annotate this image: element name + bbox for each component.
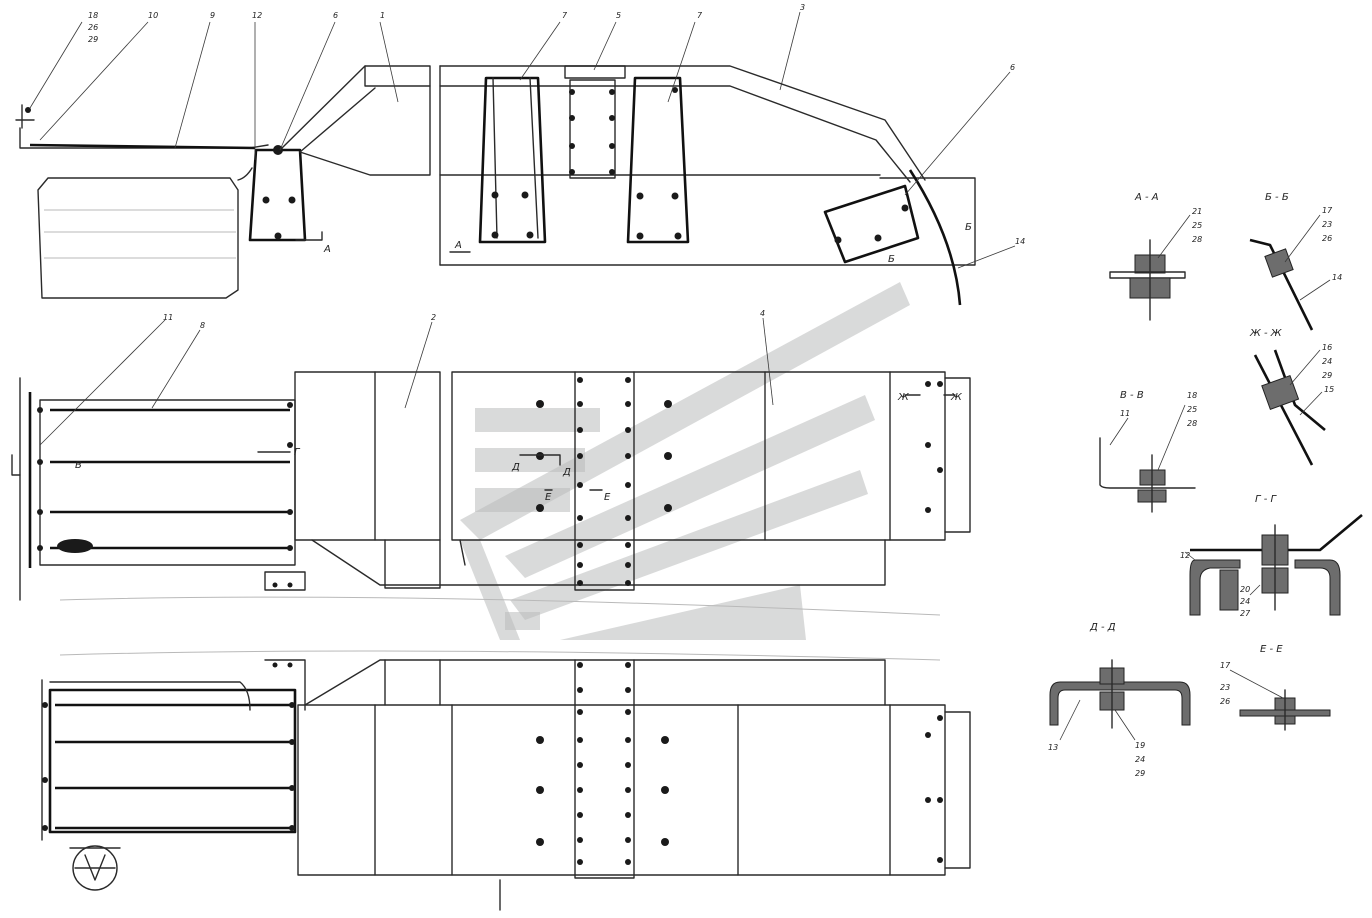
callout-6-right: 6 (1010, 63, 1015, 72)
callout-leaders-top (29, 11, 1016, 269)
callout-5: 5 (616, 11, 621, 20)
section-mark-b1: Б (965, 222, 972, 233)
section-bb-title: Б - Б (1265, 192, 1289, 203)
section-aa-title: А - А (1134, 192, 1159, 203)
section-gg-label-12: 12 (1180, 551, 1190, 560)
section-gg-title: Г - Г (1255, 494, 1278, 505)
section-dd-title: Д - Д (1089, 622, 1116, 633)
strip-bolts-upper (577, 377, 631, 586)
section-aa: А - А 21 25 28 (1109, 192, 1202, 321)
section-mark-d2: Д (562, 467, 571, 478)
section-dd-label-13: 13 (1048, 743, 1058, 752)
section-gg-label-24: 24 (1240, 597, 1250, 606)
plan-view-lower (41, 650, 971, 911)
callout-8: 8 (200, 321, 205, 330)
callout-9: 9 (210, 11, 215, 20)
section-vv-label-28: 28 (1187, 419, 1197, 428)
watermark-logo (460, 282, 910, 640)
section-aa-label-21: 21 (1192, 207, 1202, 216)
section-mark-b2: Б (888, 254, 895, 265)
section-mark-a2: А (323, 244, 331, 255)
section-gg-label-20: 20 (1240, 585, 1250, 594)
section-vv: В - В 11 18 25 28 (1099, 390, 1197, 513)
section-bb-label-17: 17 (1322, 206, 1333, 215)
section-zhzh-title: Ж - Ж (1249, 328, 1283, 339)
callout-14: 14 (1015, 237, 1025, 246)
section-bb-label-23: 23 (1322, 220, 1332, 229)
callout-labels-top: 18 26 29 10 9 12 6 1 7 5 7 3 6 14 А А Б … (88, 3, 1025, 265)
section-zhzh-label-29: 29 (1322, 371, 1332, 380)
section-mark-v: В (75, 460, 82, 471)
section-mark-e2: Е (604, 492, 611, 503)
section-dd: Д - Д 13 19 24 29 (1048, 622, 1191, 778)
section-ee: Е - Е 17 23 26 (1220, 644, 1331, 731)
section-bb: Б - Б 17 23 26 14 (1249, 192, 1342, 331)
section-mark-d1: Д (511, 462, 520, 473)
callout-10: 10 (148, 11, 158, 20)
section-ee-label-17: 17 (1220, 661, 1231, 670)
section-mark-e1: Е (545, 492, 552, 503)
section-zhzh-label-15: 15 (1324, 385, 1334, 394)
callout-3: 3 (800, 3, 805, 12)
callout-leaders-plan (39, 317, 774, 446)
callout-26: 26 (88, 23, 98, 32)
section-vv-label-25: 25 (1187, 405, 1197, 414)
section-aa-label-28: 28 (1192, 235, 1202, 244)
callout-1: 1 (380, 11, 385, 20)
section-gg-label-27: 27 (1240, 609, 1251, 618)
callout-7-right: 7 (697, 11, 703, 20)
section-dd-label-24: 24 (1135, 755, 1145, 764)
callout-4: 4 (760, 309, 765, 318)
section-zhzh-label-16: 16 (1322, 343, 1332, 352)
callout-6-left: 6 (333, 11, 338, 20)
callout-12: 12 (252, 11, 262, 20)
section-dd-label-29: 29 (1135, 769, 1145, 778)
section-ee-label-26: 26 (1220, 697, 1230, 706)
section-vv-label-18: 18 (1187, 391, 1197, 400)
section-gg: Г - Г 12 20 24 27 (1180, 494, 1363, 618)
strip-bolts-lower (577, 662, 631, 865)
section-vv-title: В - В (1120, 390, 1144, 401)
section-vv-label-11: 11 (1120, 409, 1130, 418)
callout-7-left: 7 (562, 11, 568, 20)
section-ee-label-23: 23 (1220, 683, 1230, 692)
plan-view-upper (11, 371, 971, 616)
callout-11: 11 (163, 313, 173, 322)
section-mark-zh2: Ж (950, 392, 963, 403)
callout-labels-plan: 11 8 2 4 В Г Д Д Е Е Ж Ж (75, 309, 963, 503)
callout-2: 2 (431, 313, 436, 322)
side-view (15, 65, 976, 306)
section-zhzh-label-24: 24 (1322, 357, 1332, 366)
section-bb-label-14: 14 (1332, 273, 1342, 282)
section-aa-label-25: 25 (1192, 221, 1202, 230)
section-mark-a1: А (454, 240, 462, 251)
section-mark-g: Г (294, 447, 301, 458)
callout-29: 29 (88, 35, 98, 44)
section-bb-label-26: 26 (1322, 234, 1332, 243)
section-dd-label-19: 19 (1135, 741, 1145, 750)
section-mark-zh1: Ж (897, 392, 910, 403)
section-zhzh: Ж - Ж 16 24 29 15 (1249, 328, 1334, 466)
callout-18: 18 (88, 11, 98, 20)
section-ee-title: Е - Е (1260, 644, 1283, 655)
